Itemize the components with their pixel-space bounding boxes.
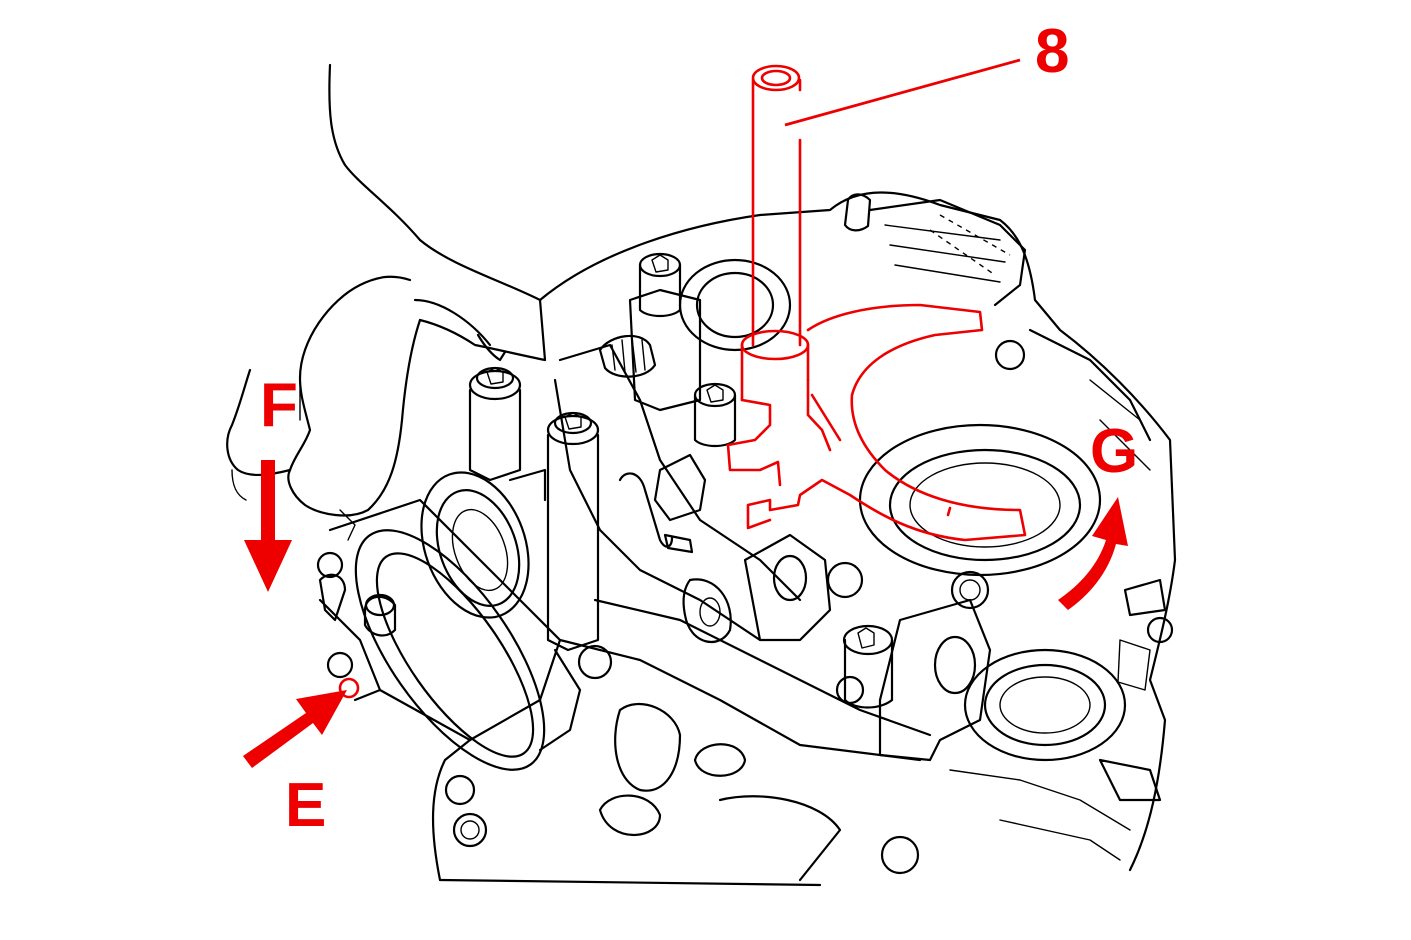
- shift-rod-and-fork: [726, 64, 1027, 542]
- arrow-down-icon: [244, 460, 292, 592]
- callout-label-8: 8: [1035, 17, 1069, 86]
- callout-label-f: F: [260, 371, 298, 440]
- reverse-idler-pulley: [316, 471, 582, 771]
- curved-arrow-icon: [1058, 497, 1128, 610]
- arrow-e: E: [243, 677, 360, 840]
- callout-label-g: G: [1090, 417, 1138, 486]
- arrow-f: F: [244, 371, 298, 592]
- technician-hand: [226, 63, 547, 541]
- gearbox-housing: [431, 191, 1177, 887]
- bolt-towers: [468, 366, 600, 652]
- arrow-g: G: [1058, 417, 1138, 610]
- arrow-up-right-icon: [243, 690, 347, 768]
- callout-8: 8: [784, 17, 1069, 127]
- callout-label-e: E: [285, 771, 326, 840]
